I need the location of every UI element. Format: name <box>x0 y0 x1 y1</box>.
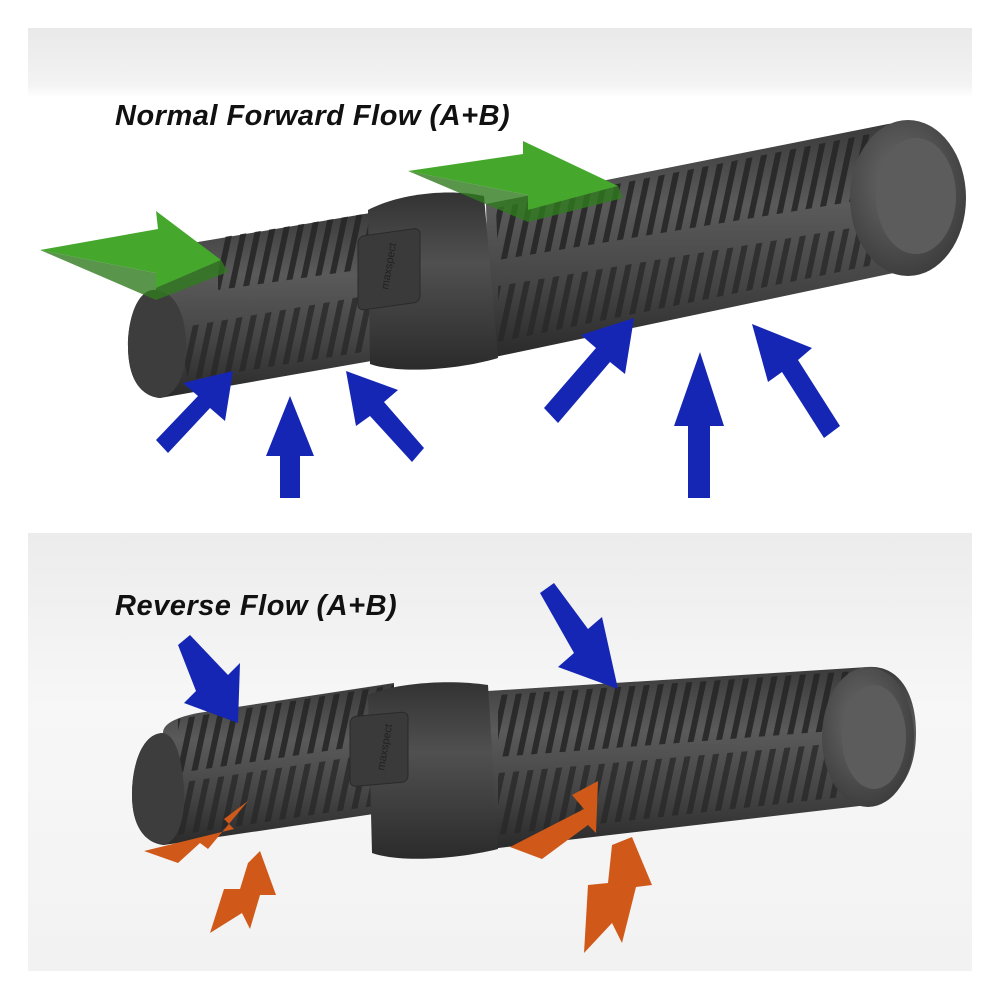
reverse-outflow-arrows <box>144 781 652 953</box>
brand-plate <box>357 228 421 311</box>
reverse-flow-panel: Reverse Flow (A+B) maxspect <box>28 533 972 971</box>
blue-arrow-icon <box>752 324 840 438</box>
pump: maxspect <box>128 120 966 398</box>
right-tube-grille-lower <box>498 222 888 342</box>
blue-arrow-icon <box>178 635 240 723</box>
green-arrow-icon <box>408 171 623 222</box>
blue-arrow-icon <box>544 318 634 423</box>
pump: maxspect <box>132 666 916 859</box>
right-end-cap-face <box>842 685 906 789</box>
forward-outflow-arrows <box>40 141 623 300</box>
left-tube-grille <box>218 208 400 290</box>
reverse-intake-arrows <box>178 583 618 723</box>
blue-arrow-icon <box>540 583 618 689</box>
left-tube-grille <box>178 685 394 773</box>
right-tube-grille <box>496 134 874 260</box>
orange-arrow-icon <box>144 801 248 863</box>
blue-arrow-icon <box>266 396 314 498</box>
orange-arrow-icon <box>210 851 276 933</box>
green-arrow-icon <box>408 141 618 210</box>
forward-intake-arrows <box>156 318 840 498</box>
brand-plate <box>349 711 409 787</box>
reverse-flow-diagram: maxspect <box>132 583 916 953</box>
green-arrow-icon <box>40 211 221 288</box>
right-end-cap-face <box>876 138 956 254</box>
green-arrow-icon <box>40 250 228 300</box>
blue-arrow-icon <box>674 352 724 498</box>
left-end-cap <box>132 733 185 845</box>
forward-flow-panel: Normal Forward Flow (A+B) <box>28 28 972 498</box>
orange-arrow-icon <box>584 837 652 953</box>
orange-arrow-icon <box>510 781 598 859</box>
right-tube-grille <box>498 671 858 757</box>
reverse-flow-title: Reverse Flow (A+B) <box>115 590 398 622</box>
forward-flow-title: Normal Forward Flow (A+B) <box>115 100 511 132</box>
blue-arrow-icon <box>346 371 424 462</box>
left-end-cap <box>128 289 187 398</box>
blue-arrow-icon <box>156 371 233 453</box>
forward-flow-diagram: maxspect <box>40 120 966 498</box>
left-tube-grille-lower <box>178 290 400 380</box>
